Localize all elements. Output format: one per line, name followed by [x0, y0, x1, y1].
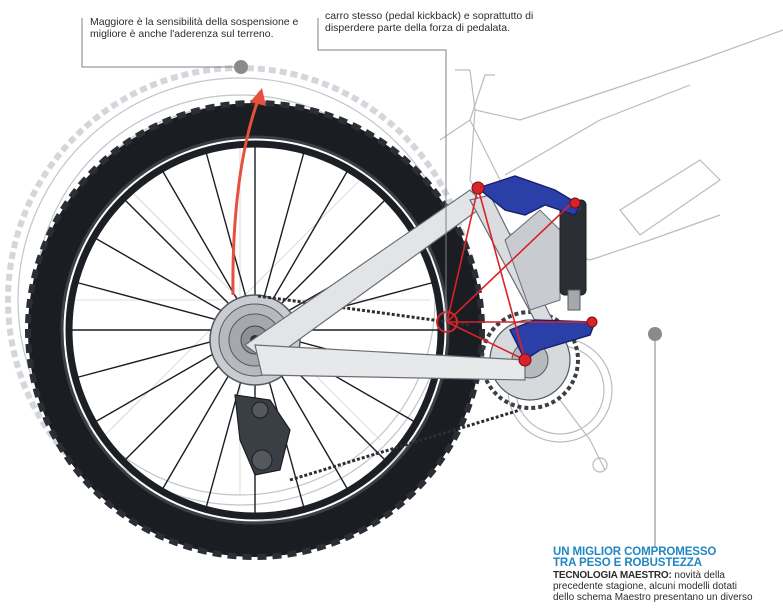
- top-band: [0, 0, 783, 18]
- caption-sensitivity-line1: Maggiore è la sensibilità della sospensi…: [90, 16, 299, 28]
- chain: [257, 294, 521, 482]
- maestro-body-line2: precedente stagione, alcuni modelli dota…: [553, 581, 738, 592]
- callout-dot-icon: [234, 60, 248, 74]
- maestro-body: TECNOLOGIA MAESTRO: novità della precede…: [553, 570, 783, 603]
- maestro-title-line1: UN MIGLIOR COMPROMESSO: [553, 546, 717, 558]
- callout-leaders: [81, 10, 656, 547]
- caption-sensitivity-line2: migliore è anche l'aderenza sul terreno.: [90, 28, 274, 40]
- maestro-body-line1: novità della: [671, 570, 725, 581]
- maestro-body-line3: dello schema Maestro presentano un diver…: [553, 592, 753, 603]
- callout-dot-icon: [648, 327, 662, 341]
- rear-derailleur: [234, 394, 291, 476]
- virtual-pivot-icon: [436, 311, 458, 333]
- rocker-link: [476, 175, 597, 362]
- caption-kickback-line1: carro stesso (pedal kickback) e soprattu…: [325, 10, 534, 22]
- maestro-lead: TECNOLOGIA MAESTRO:: [553, 570, 672, 581]
- travel-arrow-icon: [231, 88, 266, 296]
- caption-kickback-line2: disperdere parte della forza di pedalata…: [325, 22, 511, 34]
- caption-kickback: carro stesso (pedal kickback) e soprattu…: [325, 10, 565, 34]
- ghost-frame: [439, 29, 783, 473]
- maestro-callout: UN MIGLIOR COMPROMESSO TRA PESO E ROBUST…: [553, 546, 783, 603]
- maestro-title-line2: TRA PESO E ROBUSTEZZA: [553, 557, 702, 569]
- front-triangle: [469, 194, 561, 331]
- pivot-points: [471, 181, 598, 367]
- pivot-lines: [446, 187, 592, 361]
- rear-shock: [559, 199, 587, 311]
- caption-sensitivity: Maggiore è la sensibilità della sospensi…: [90, 16, 320, 40]
